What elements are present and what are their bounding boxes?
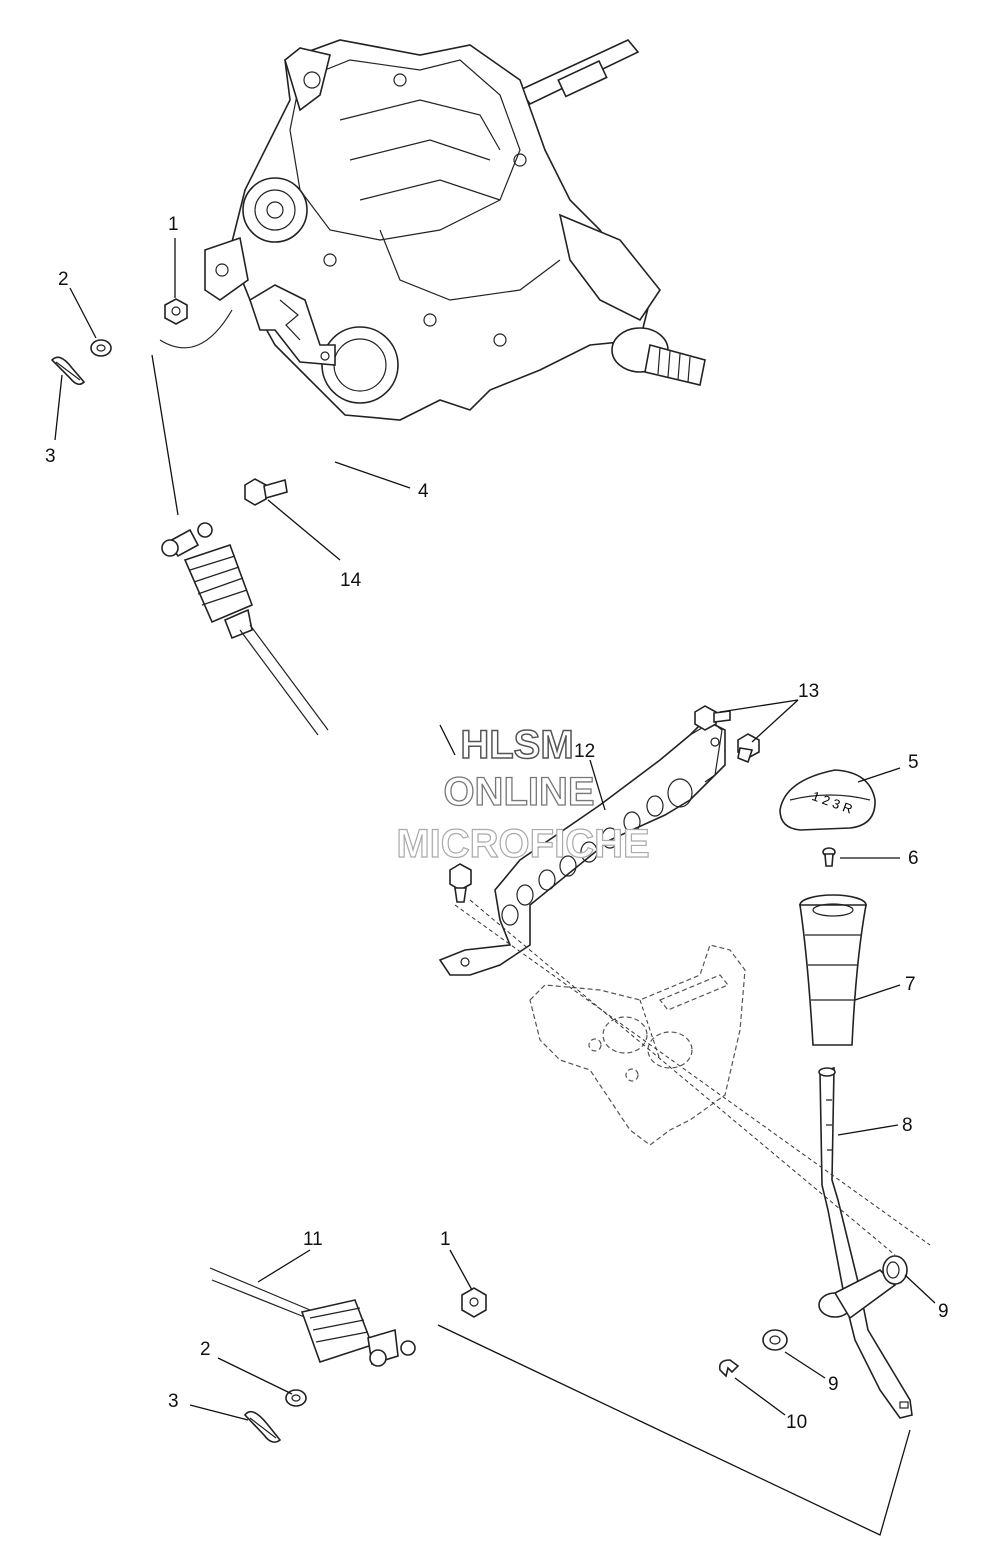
watermark-line-3: MICROFICHE <box>396 822 649 866</box>
watermark-line-1: HLSM <box>460 723 573 767</box>
e-clip-part-10 <box>718 1359 740 1378</box>
callout-2-upper: 2 <box>58 269 69 290</box>
callout-1-upper: 1 <box>168 214 179 235</box>
callout-9-upper: 9 <box>938 1301 949 1322</box>
callout-12: 12 <box>574 741 595 762</box>
transmission-housing <box>159 39 706 421</box>
callout-10: 10 <box>786 1412 807 1433</box>
shift-cable-lower <box>209 1267 416 1367</box>
watermark-line-2: ONLINE <box>443 770 594 814</box>
callout-6: 6 <box>908 848 919 869</box>
leader-lines <box>54 238 936 1421</box>
bushing-part-9-lower <box>762 1329 788 1351</box>
connector-lines <box>151 354 911 1536</box>
callout-8: 8 <box>902 1115 913 1136</box>
callout-3-lower: 3 <box>168 1391 179 1412</box>
washer-part-2-upper <box>90 339 112 357</box>
callout-4: 4 <box>418 481 429 502</box>
callout-3-upper: 3 <box>45 446 56 467</box>
bracket-part-4 <box>249 284 336 366</box>
cotter-pin-part-3-upper <box>50 356 86 386</box>
screws-part-13 <box>694 705 760 764</box>
callout-11: 11 <box>303 1229 323 1250</box>
cotter-pin-part-3-lower <box>243 1410 282 1443</box>
callout-13: 13 <box>798 681 819 702</box>
callout-1-lower: 1 <box>440 1229 451 1250</box>
nut-part-1-lower <box>461 1287 487 1318</box>
bracket-part-12 <box>438 719 726 976</box>
callout-14: 14 <box>340 570 362 591</box>
callout-9-lower: 9 <box>828 1374 839 1395</box>
callout-labels: 1 2 3 4 14 13 12 5 6 7 8 11 1 2 3 9 9 10 <box>45 214 949 1433</box>
watermark: HLSM ONLINE MICROFICHE <box>396 722 651 866</box>
shift-lever-part-8 <box>818 1066 913 1419</box>
callout-7: 7 <box>905 974 916 995</box>
bolt-part-14 <box>244 478 288 506</box>
ghost-shifter-bracket <box>529 944 746 1146</box>
shift-cable-upper <box>161 522 329 736</box>
callout-2-lower: 2 <box>200 1339 211 1360</box>
shift-knob-part-5: 1 2 3 R <box>779 769 876 831</box>
nut-part-1-upper <box>164 298 188 325</box>
assembly-dashed-lines <box>454 899 931 1256</box>
bolt-on-bracket-12 <box>449 863 472 903</box>
bushing-part-9-upper <box>882 1255 908 1285</box>
callout-5: 5 <box>908 752 919 773</box>
screw-part-6 <box>822 847 836 867</box>
shift-boot-part-7 <box>799 894 867 1046</box>
